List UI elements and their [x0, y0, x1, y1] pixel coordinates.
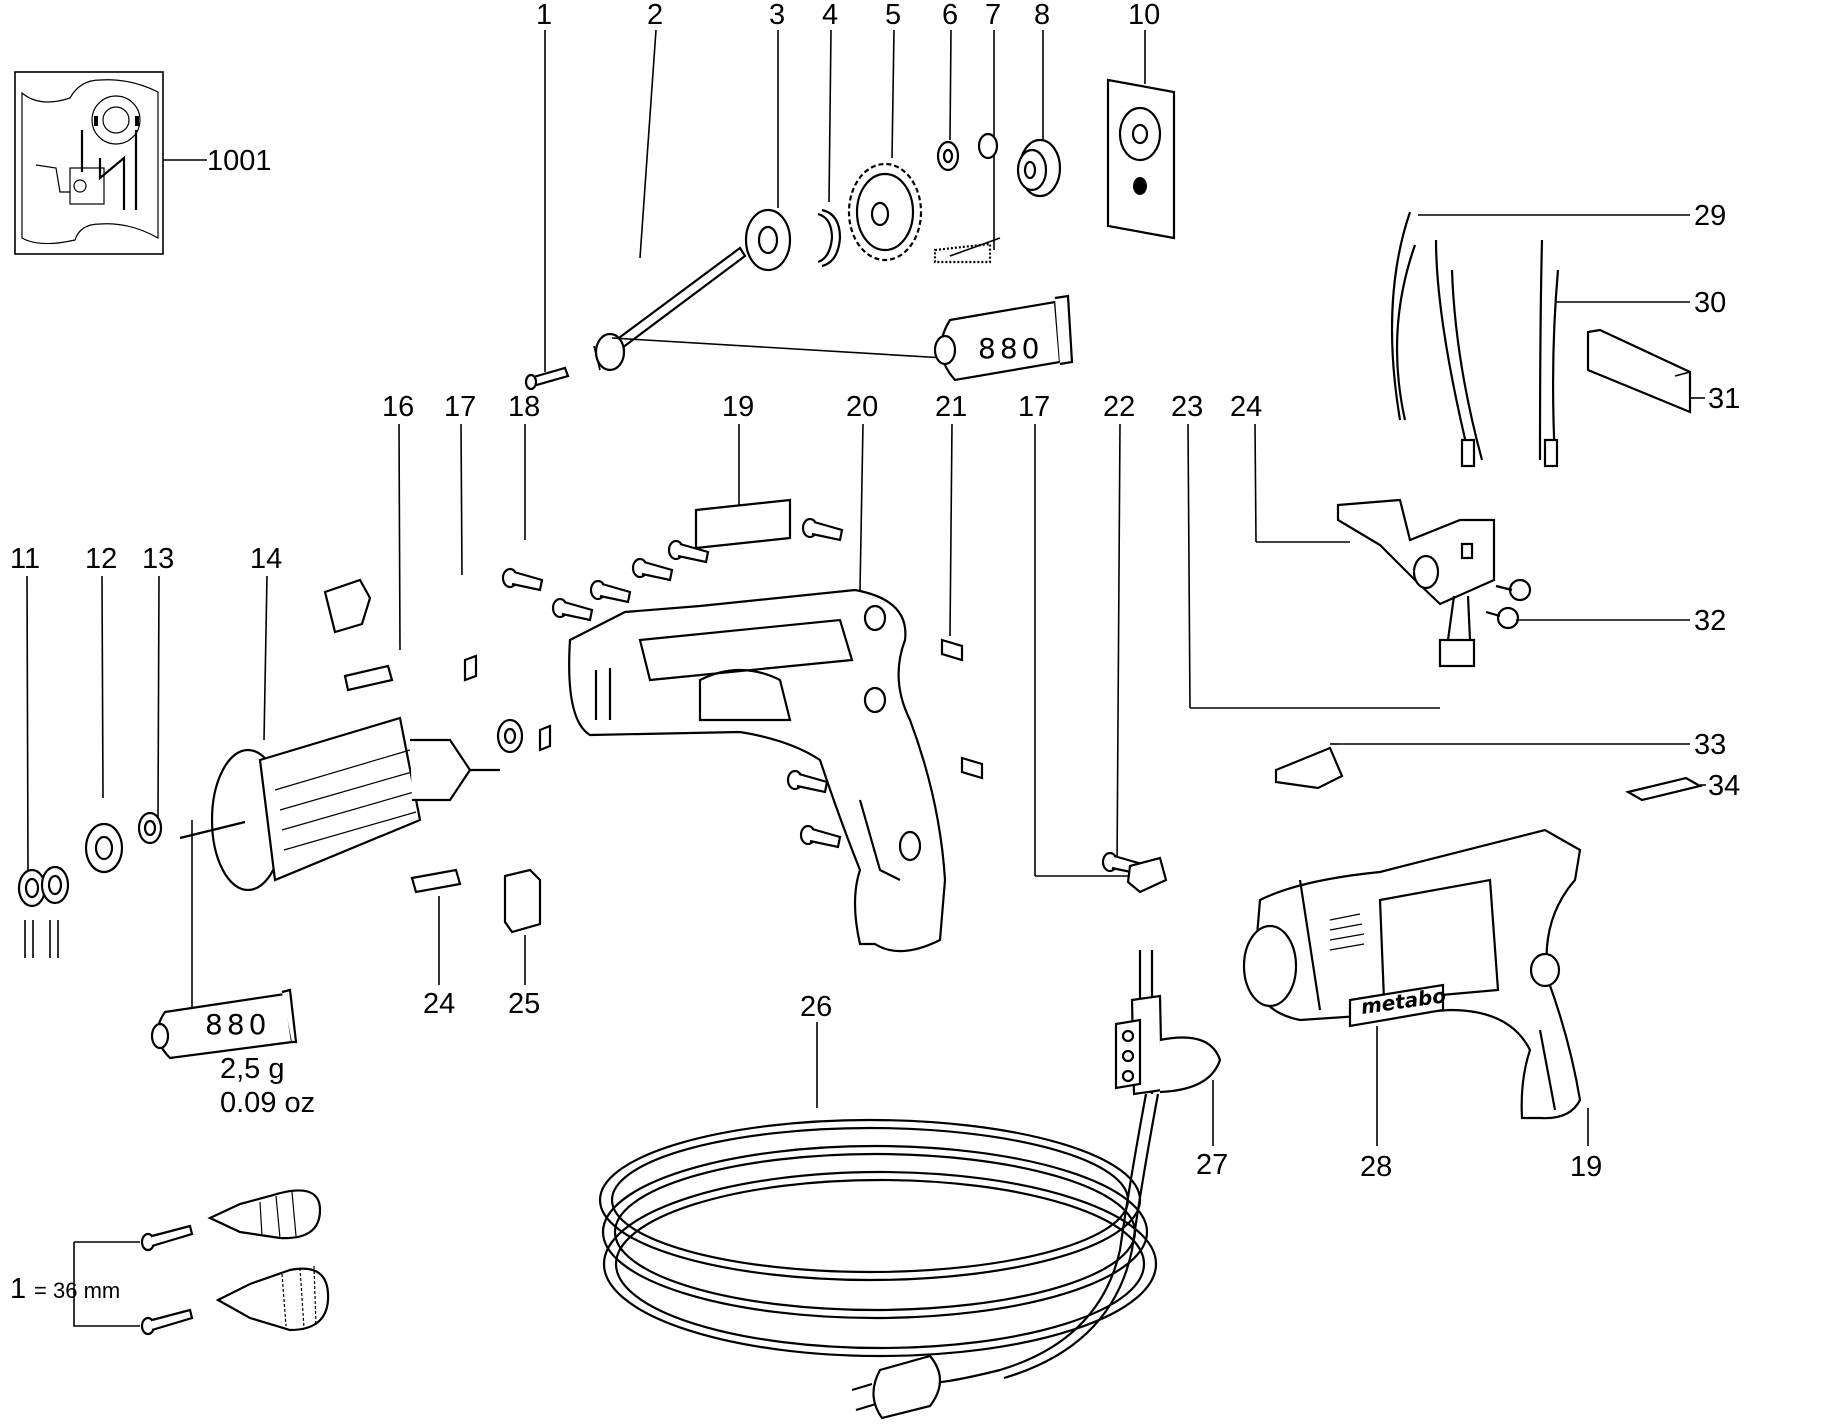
part-34 — [1625, 776, 1703, 802]
callout-6: 6 — [942, 0, 958, 31]
callout-3: 3 — [769, 0, 785, 31]
callouts-left: 11 12 13 14 — [10, 543, 282, 871]
grease-tube-top: 880 — [933, 294, 1074, 382]
chuck-note-number: 1 — [10, 1273, 26, 1305]
brush-box — [1586, 328, 1692, 414]
callout-25: 25 — [508, 988, 540, 1020]
gear-shaft-assembly — [524, 78, 1176, 391]
callout-2: 2 — [647, 0, 663, 31]
callout-18: 19 — [722, 391, 754, 423]
armature-assembly — [17, 716, 500, 958]
callout-26: 26 — [800, 991, 832, 1023]
callouts-middle: 16 17 18 19 20 21 17 22 23 24 — [382, 391, 1440, 877]
brush-holders — [323, 578, 552, 934]
cable-clamp — [1126, 856, 1168, 894]
callout-10: 10 — [1128, 0, 1160, 31]
callout-19: 20 — [846, 391, 878, 423]
callout-12: 12 — [85, 543, 117, 575]
callout-19b: 19 — [1570, 1151, 1602, 1183]
callout-1001: 1001 — [207, 145, 272, 177]
callout-5: 5 — [885, 0, 901, 31]
callout-14: 14 — [250, 543, 282, 575]
callout-17b: 22 — [1103, 391, 1135, 423]
callout-11: 11 — [10, 543, 40, 575]
callout-33: 33 — [1694, 729, 1726, 761]
callout-22: 23 — [1171, 391, 1203, 423]
part-33 — [1274, 746, 1344, 790]
chuck-options: 1 = 36 mm — [10, 1189, 330, 1336]
callout-28: 28 — [1360, 1151, 1392, 1183]
callout-8: 8 — [1034, 0, 1050, 31]
callout-34: 34 — [1708, 770, 1740, 802]
callout-17: 18 — [508, 391, 540, 423]
callout-13: 13 — [142, 543, 174, 575]
chuck-note-value: 36 mm — [53, 1278, 120, 1303]
inset-frame — [14, 71, 164, 255]
switch-assembly — [1336, 498, 1532, 668]
callout-23: 24 — [1230, 391, 1262, 423]
grease-amount-oz: 0.09 oz — [220, 1087, 315, 1119]
callout-4: 4 — [822, 0, 838, 31]
callouts-top: 1 2 3 4 5 6 7 8 10 — [536, 0, 1160, 372]
wire-set — [1390, 211, 1560, 468]
pins-20 — [940, 638, 984, 780]
grease-tube-left: 880 — [150, 988, 298, 1060]
callout-27: 27 — [1196, 1149, 1228, 1181]
chuck-note-equals: = — [34, 1278, 47, 1303]
callout-24: 24 — [423, 988, 455, 1020]
callout-29: 29 — [1694, 200, 1726, 232]
screws-17 — [501, 517, 1144, 876]
housing-half — [568, 588, 947, 953]
callout-30: 30 — [1694, 287, 1726, 319]
label-plate-18 — [694, 498, 792, 550]
tube-left-label: 880 — [205, 1008, 270, 1041]
callout-21: 17 — [1018, 391, 1050, 423]
tube-top-label: 880 — [978, 332, 1043, 365]
wiring-inset — [14, 71, 164, 255]
callout-16: 17 — [444, 391, 476, 423]
callout-7: 7 — [985, 0, 1001, 31]
callout-1: 1 — [536, 0, 552, 31]
assembled-drill — [1242, 828, 1582, 1120]
grease-amount-g: 2,5 g — [220, 1053, 285, 1085]
callout-31: 31 — [1708, 383, 1740, 415]
callout-32: 32 — [1694, 605, 1726, 637]
callout-20: 21 — [935, 391, 967, 423]
power-cord — [598, 950, 1222, 1420]
callout-15: 16 — [382, 391, 414, 423]
